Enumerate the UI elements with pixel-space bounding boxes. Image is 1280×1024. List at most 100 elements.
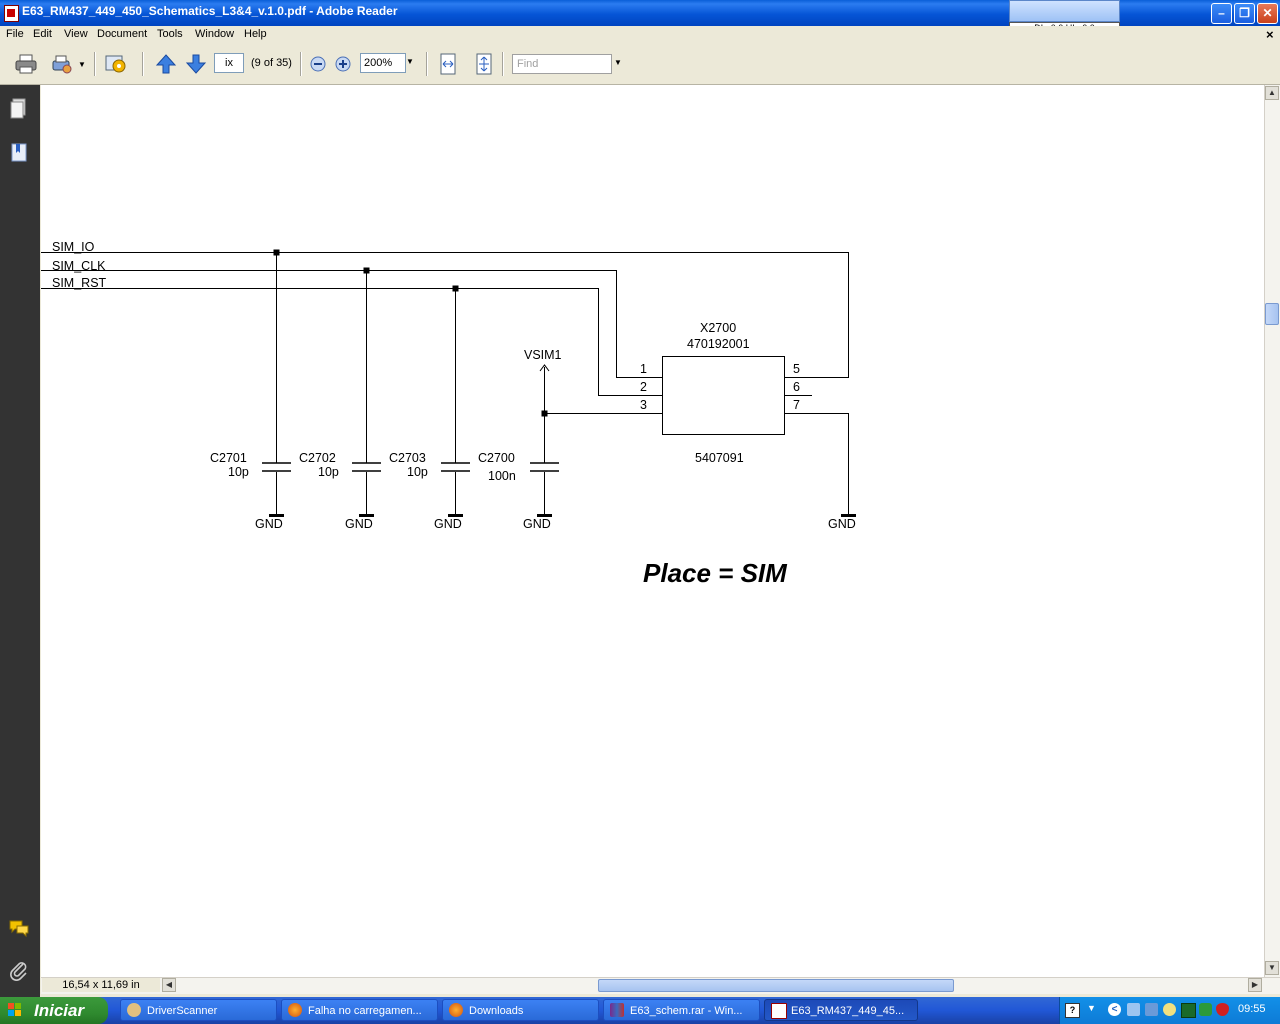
notification-icon[interactable]: [1163, 1003, 1176, 1016]
zoom-level-input[interactable]: 200%: [360, 53, 406, 73]
connector-part-number: 5407091: [695, 451, 744, 465]
pdf-icon: [771, 1003, 787, 1019]
net-label-sim-rst: SIM_RST: [52, 276, 107, 290]
menu-file[interactable]: File: [6, 28, 24, 40]
close-button[interactable]: ✕: [1257, 3, 1278, 24]
capacitor-value: 10p: [407, 465, 428, 479]
capacitor-ref: C2700: [478, 451, 515, 465]
capacitor-ref: C2703: [389, 451, 426, 465]
ground-symbol: [841, 514, 856, 517]
attachment-icon[interactable]: [8, 959, 30, 981]
ground-label: GND: [345, 517, 373, 531]
connector-ref: X2700: [700, 321, 736, 335]
connector-value: 470192001: [687, 337, 750, 351]
ground-label: GND: [255, 517, 283, 531]
toolbar-separator: [502, 52, 504, 76]
zoom-dropdown-icon[interactable]: ▼: [406, 57, 414, 66]
settings-icon[interactable]: [104, 52, 128, 76]
monitor-app-icon[interactable]: [1181, 1003, 1196, 1018]
toolbar-separator: [300, 52, 302, 76]
bookmarks-icon[interactable]: [8, 141, 30, 163]
toolbar: [0, 44, 1280, 85]
ground-symbol: [359, 514, 374, 517]
pdf-icon: [4, 5, 19, 22]
clock: 09:55: [1238, 1003, 1266, 1015]
capacitor-value: 10p: [228, 465, 249, 479]
pin-number: 2: [640, 380, 647, 394]
scroll-down-arrow[interactable]: ▼: [1265, 961, 1279, 975]
menu-view[interactable]: View: [64, 28, 88, 40]
capacitor-ref: C2701: [210, 451, 247, 465]
toolbar-separator: [94, 52, 96, 76]
menu-tools[interactable]: Tools: [157, 28, 183, 40]
junction-dot: [541, 410, 548, 417]
driverscanner-icon: [127, 1003, 141, 1017]
junction-dot: [273, 249, 280, 256]
firefox-icon: [449, 1003, 463, 1017]
comments-icon[interactable]: [8, 917, 30, 939]
winrar-icon: [610, 1003, 624, 1017]
capacitor-value: 10p: [318, 465, 339, 479]
horizontal-scroll-thumb[interactable]: [598, 979, 954, 992]
menu-window[interactable]: Window: [195, 28, 235, 40]
chevron-down-icon[interactable]: ▼: [78, 60, 86, 69]
pin-number: 6: [793, 380, 800, 394]
capacitor-ref: C2702: [299, 451, 336, 465]
document-page[interactable]: [41, 85, 1264, 977]
scroll-left-arrow[interactable]: ◀: [162, 978, 176, 992]
net-label-sim-clk: SIM_CLK: [52, 259, 106, 273]
help-icon[interactable]: ?: [1065, 1003, 1080, 1018]
fit-page-icon[interactable]: [472, 52, 496, 76]
ground-label: GND: [828, 517, 856, 531]
previous-page-icon[interactable]: [154, 52, 178, 76]
taskbar-item-adobe-reader[interactable]: E63_RM437_449_45...: [764, 999, 918, 1021]
next-page-icon[interactable]: [184, 52, 208, 76]
taskbar-item-winrar[interactable]: E63_schem.rar - Win...: [603, 999, 760, 1021]
taskbar-item-driverscanner[interactable]: DriverScanner: [120, 999, 277, 1021]
menu-help[interactable]: Help: [244, 28, 267, 40]
vertical-scroll-thumb[interactable]: [1265, 303, 1279, 325]
network-connection-icon[interactable]: [1145, 1003, 1158, 1016]
navigation-pane: [0, 85, 40, 997]
chevron-down-icon[interactable]: ▼: [1087, 1003, 1096, 1013]
zoom-out-icon[interactable]: [310, 56, 326, 72]
show-hidden-icons-icon[interactable]: <: [1108, 1003, 1121, 1016]
menu-bar: [0, 26, 1280, 44]
print-icon[interactable]: [14, 52, 38, 76]
find-dropdown-icon[interactable]: ▼: [614, 58, 622, 67]
capacitor-value: 100n: [488, 469, 516, 483]
fit-width-icon[interactable]: [436, 52, 460, 76]
document-close-icon[interactable]: ×: [1266, 27, 1274, 42]
junction-dot: [452, 285, 459, 292]
print-setup-icon[interactable]: [50, 52, 74, 76]
pages-icon[interactable]: [8, 97, 30, 119]
menu-edit[interactable]: Edit: [33, 28, 52, 40]
security-icon[interactable]: [1199, 1003, 1212, 1016]
toolbar-separator: [142, 52, 144, 76]
pin-number: 7: [793, 398, 800, 412]
zoom-in-icon[interactable]: [335, 56, 351, 72]
scroll-right-arrow[interactable]: ▶: [1248, 978, 1262, 992]
taskbar-item-downloads[interactable]: Downloads: [442, 999, 599, 1021]
pin-number: 3: [640, 398, 647, 412]
transfer-widget: [1009, 0, 1120, 22]
network-icon[interactable]: [1127, 1003, 1140, 1016]
vertical-scrollbar[interactable]: [1264, 85, 1280, 977]
ground-symbol: [537, 514, 552, 517]
power-label: VSIM1: [524, 348, 562, 362]
page-number-input[interactable]: ix: [214, 53, 244, 73]
toolbar-separator: [426, 52, 428, 76]
ground-symbol: [448, 514, 463, 517]
pin-number: 5: [793, 362, 800, 376]
find-input[interactable]: Find: [512, 54, 612, 74]
page-count: (9 of 35): [251, 57, 292, 69]
firefox-icon: [288, 1003, 302, 1017]
restore-button[interactable]: ❐: [1234, 3, 1255, 24]
window-title: E63_RM437_449_450_Schematics_L3&4_v.1.0.…: [22, 4, 398, 18]
scroll-up-arrow[interactable]: ▲: [1265, 86, 1279, 100]
taskbar-item-firefox-error[interactable]: Falha no carregamen...: [281, 999, 438, 1021]
junction-dot: [363, 267, 370, 274]
shield-icon[interactable]: [1216, 1003, 1229, 1016]
menu-document[interactable]: Document: [97, 28, 148, 40]
minimize-button[interactable]: –: [1211, 3, 1232, 24]
